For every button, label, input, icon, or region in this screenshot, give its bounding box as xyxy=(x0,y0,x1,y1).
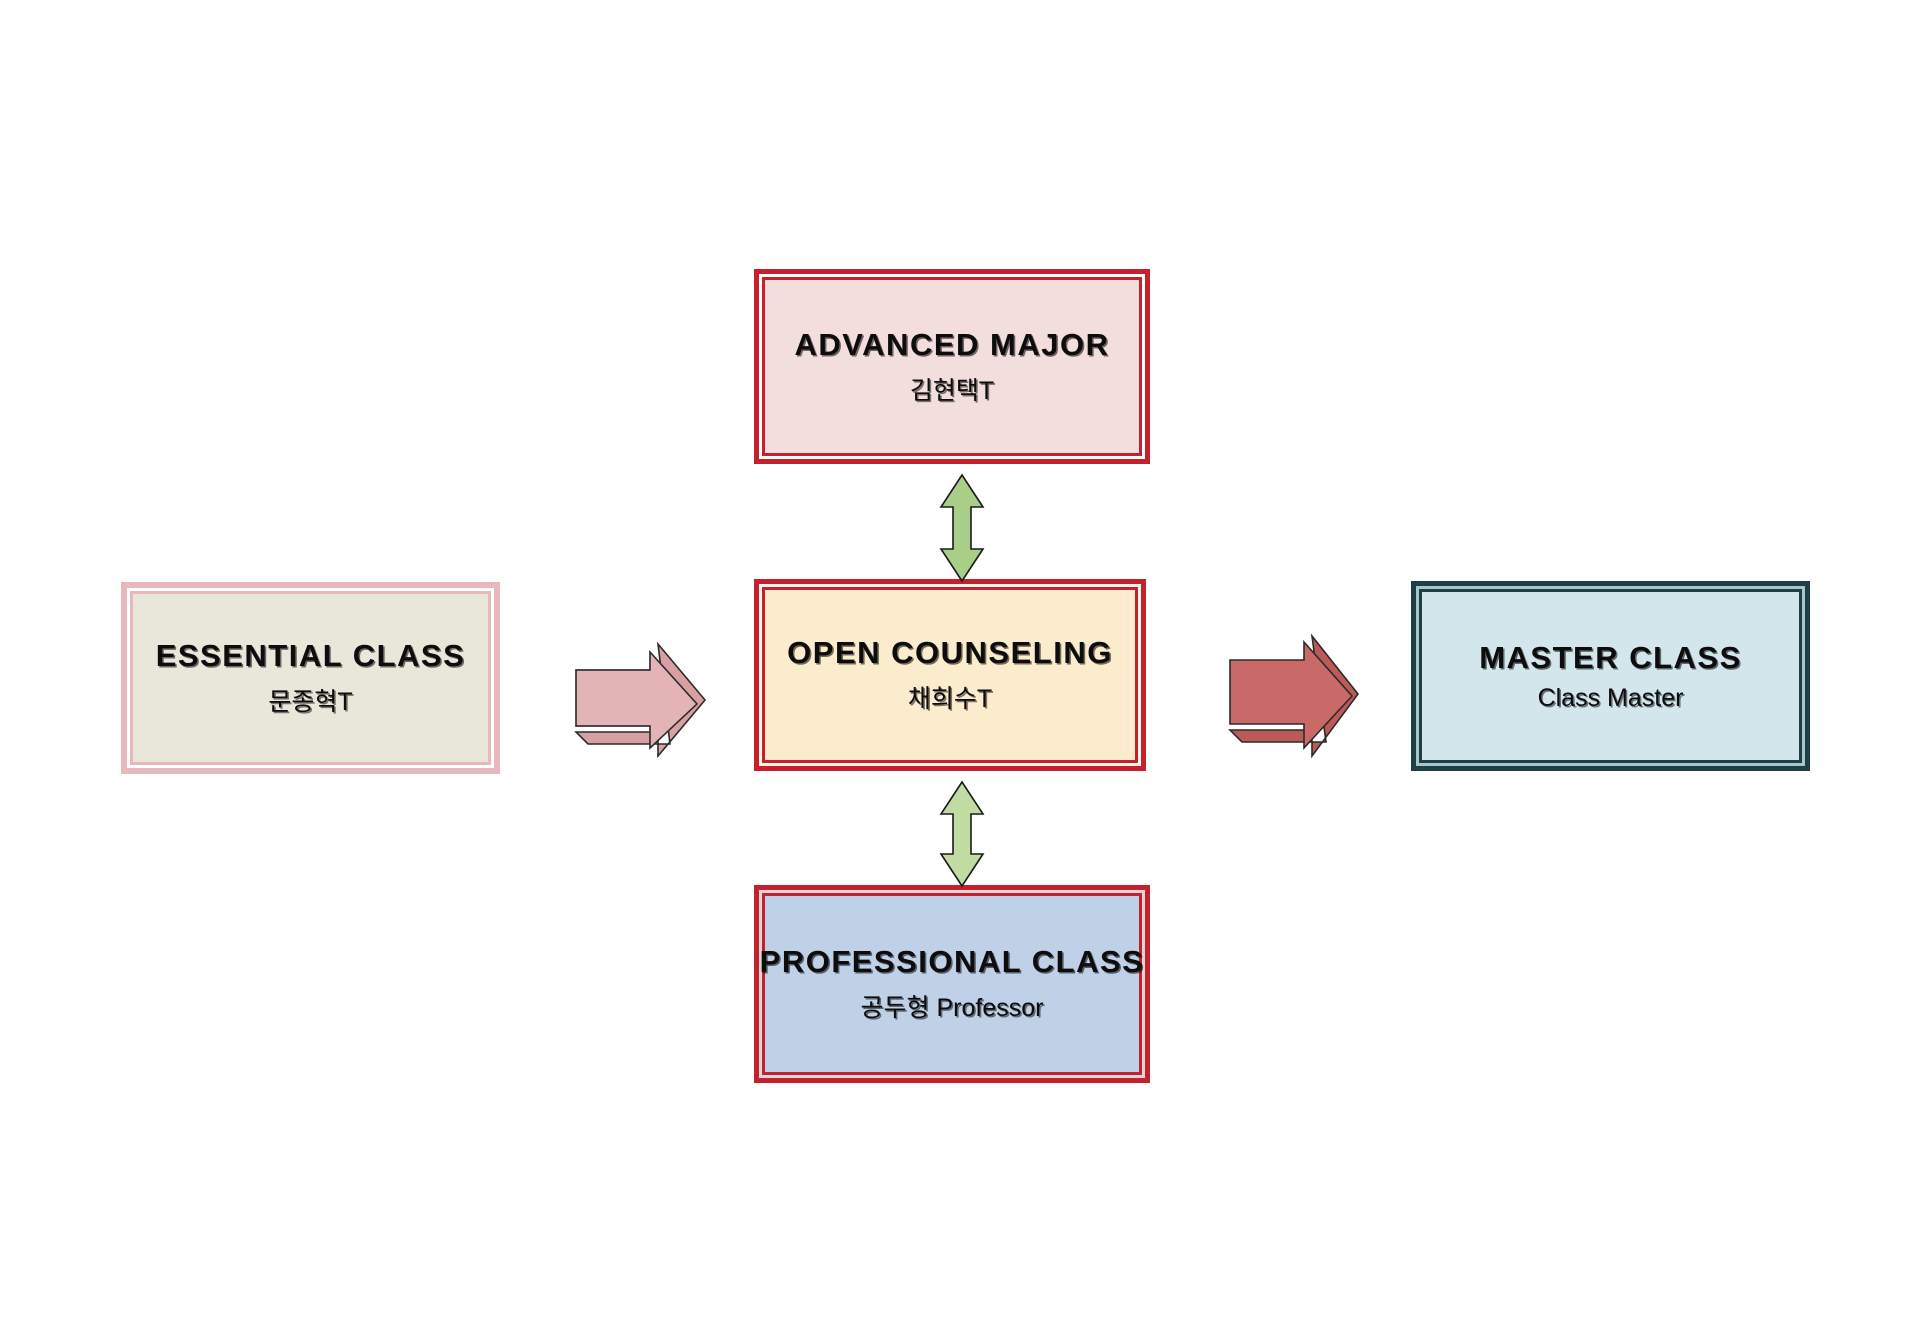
node-open-counseling-title: OPEN COUNSELING xyxy=(787,635,1113,670)
node-open-counseling-subtitle: 채희수T xyxy=(907,685,993,713)
node-professional-class-subtitle: 공두형 Professor xyxy=(860,994,1044,1022)
node-professional-class-title: PROFESSIONAL CLASS xyxy=(759,944,1145,979)
node-master-class-title: MASTER CLASS xyxy=(1479,639,1742,675)
double-headed-arrow-vertical-icon-professional-class xyxy=(939,780,985,888)
node-open-counseling[interactable]: OPEN COUNSELING 채희수T xyxy=(754,579,1146,771)
node-advanced-major-subtitle: 김현택T xyxy=(909,376,995,405)
node-advanced-major-content: ADVANCED MAJOR 김현택T xyxy=(759,274,1145,459)
node-advanced-major-title: ADVANCED MAJOR xyxy=(794,326,1110,362)
node-essential-class-title: ESSENTIAL CLASS xyxy=(155,638,466,673)
node-open-counseling-content: OPEN COUNSELING 채희수T xyxy=(759,584,1141,766)
node-essential-class-content: ESSENTIAL CLASS 문종혁T xyxy=(127,588,494,768)
block-arrow-right-icon-open-to-master xyxy=(1228,633,1360,759)
node-professional-class[interactable]: PROFESSIONAL CLASS 공두형 Professor xyxy=(754,885,1150,1083)
block-arrow-right-icon-essential-to-open xyxy=(574,641,707,759)
node-professional-class-content: PROFESSIONAL CLASS 공두형 Professor xyxy=(759,890,1145,1078)
node-essential-class[interactable]: ESSENTIAL CLASS 문종혁T xyxy=(121,582,500,774)
node-master-class-subtitle: Class Master xyxy=(1537,683,1684,712)
node-advanced-major[interactable]: ADVANCED MAJOR 김현택T xyxy=(754,269,1150,464)
node-essential-class-subtitle: 문종혁T xyxy=(268,688,353,716)
node-master-class[interactable]: MASTER CLASS Class Master xyxy=(1411,581,1810,771)
double-headed-arrow-vertical-icon-advanced-major xyxy=(939,473,985,583)
node-master-class-content: MASTER CLASS Class Master xyxy=(1416,586,1805,766)
